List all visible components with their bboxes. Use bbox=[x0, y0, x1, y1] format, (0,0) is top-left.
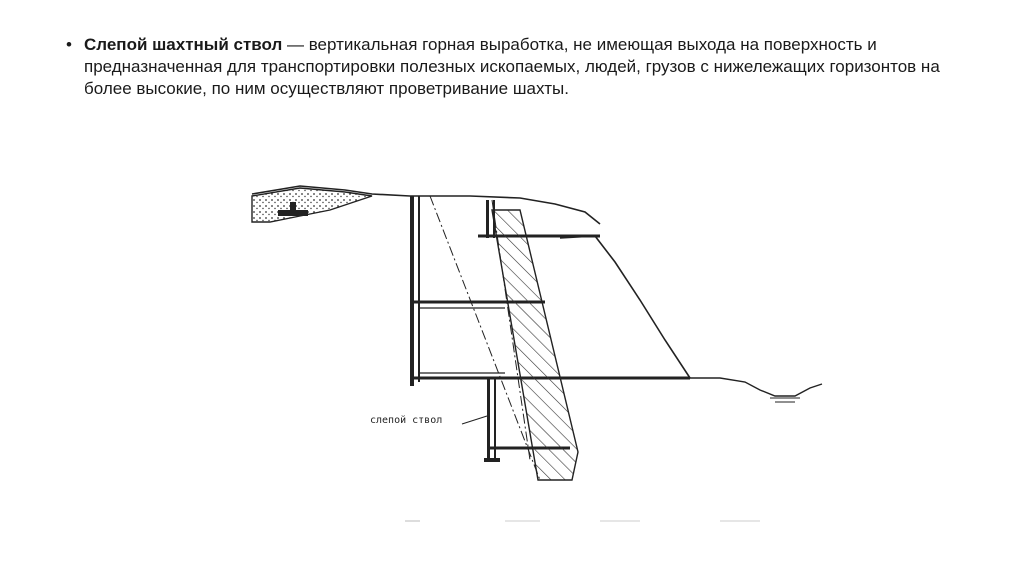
ore-body-hatched bbox=[491, 209, 579, 481]
top-beam bbox=[278, 210, 308, 216]
term-bold: Слепой шахтный ствол bbox=[84, 35, 283, 54]
top-beam-post bbox=[290, 202, 296, 212]
definition-body: — вертикальная горная выработка, не имею… bbox=[84, 35, 940, 98]
bullet-paragraph: • Слепой шахтный ствол — вертикальная го… bbox=[66, 34, 976, 100]
surface-line bbox=[251, 185, 601, 225]
blind-shaft-base bbox=[484, 458, 500, 462]
right-ground bbox=[690, 377, 823, 397]
axis-line-2 bbox=[491, 199, 531, 461]
deposit-zone bbox=[251, 187, 373, 223]
definition-text: Слепой шахтный ствол — вертикальная горн… bbox=[84, 34, 976, 100]
upper-shaft-right bbox=[493, 200, 495, 238]
blind-shaft-label: слепой ствол bbox=[370, 415, 443, 426]
label-leader bbox=[461, 415, 488, 425]
blind-shaft-right bbox=[494, 378, 496, 462]
upper-shaft-left bbox=[486, 200, 489, 238]
blind-shaft-left bbox=[487, 378, 490, 462]
main-shaft-wall bbox=[410, 196, 414, 386]
hill-profile bbox=[559, 235, 691, 379]
axis-line-1 bbox=[429, 195, 541, 481]
bullet-symbol: • bbox=[66, 35, 72, 54]
main-shaft-inner bbox=[418, 196, 420, 382]
